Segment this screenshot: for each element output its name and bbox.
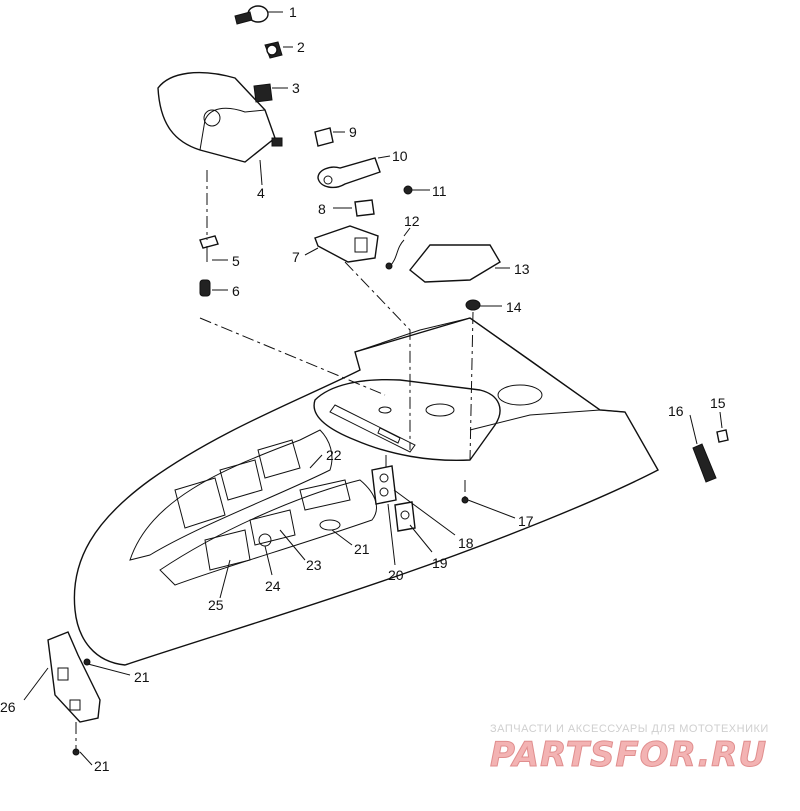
callout-5: 5 — [232, 253, 240, 269]
callout-20: 20 — [388, 567, 404, 583]
callout-10: 10 — [392, 148, 408, 164]
callout-8: 8 — [318, 201, 326, 217]
connector-part — [253, 83, 273, 103]
callout-15: 15 — [710, 395, 726, 411]
callout-1: 1 — [289, 4, 297, 20]
callout-6: 6 — [232, 283, 240, 299]
wire-part-12 — [385, 239, 405, 270]
grommet-part — [199, 279, 211, 297]
callout-21-bottom: 21 — [94, 758, 110, 774]
pad-part-9 — [314, 127, 334, 147]
callout-22: 22 — [326, 447, 342, 463]
watermark: ЗАПЧАСТИ И АКСЕССУАРЫ ДЛЯ МОТОТЕХНИКИ PA… — [490, 723, 769, 776]
callouts: 1 2 3 4 5 6 7 8 9 10 11 12 13 14 15 16 1… — [0, 4, 726, 774]
callout-18: 18 — [458, 535, 474, 551]
callout-3: 3 — [292, 80, 300, 96]
screw-part-11 — [403, 185, 413, 195]
callout-14: 14 — [506, 299, 522, 315]
callout-23: 23 — [306, 557, 322, 573]
callout-12: 12 — [404, 213, 420, 229]
pad-part-8 — [354, 199, 375, 217]
callout-21-console: 21 — [354, 541, 370, 557]
headlight-housing — [157, 71, 283, 163]
latch-part-16 — [692, 443, 717, 483]
assembly-lines — [75, 170, 474, 752]
callout-9: 9 — [349, 124, 357, 140]
callout-26: 26 — [0, 699, 16, 715]
leader-lines — [23, 11, 723, 766]
callout-17: 17 — [518, 513, 534, 529]
bracket-plate — [314, 225, 379, 263]
spring-part — [199, 235, 219, 262]
pin-part-15 — [716, 429, 729, 443]
bulb-part — [234, 5, 269, 25]
gauge-bracket-26 — [47, 631, 101, 756]
callout-16: 16 — [668, 403, 684, 419]
callout-19: 19 — [432, 555, 448, 571]
callout-11: 11 — [432, 183, 447, 199]
callout-2: 2 — [297, 39, 305, 55]
grommet-part-14 — [465, 299, 481, 311]
lever-part-10 — [317, 157, 381, 189]
dash-plate-13 — [409, 244, 501, 283]
socket-part — [264, 41, 283, 59]
callout-24: 24 — [265, 578, 281, 594]
callout-13: 13 — [514, 261, 530, 277]
watermark-logo: PARTSFOR.RU — [490, 735, 767, 775]
hood-body — [73, 317, 659, 666]
callout-21-bracket: 21 — [134, 669, 150, 685]
callout-25: 25 — [208, 597, 224, 613]
callout-7: 7 — [292, 249, 300, 265]
watermark-tagline: ЗАПЧАСТИ И АКСЕССУАРЫ ДЛЯ МОТОТЕХНИКИ — [490, 723, 769, 735]
plate-parts-18-20 — [371, 465, 469, 532]
callout-4: 4 — [257, 185, 265, 201]
